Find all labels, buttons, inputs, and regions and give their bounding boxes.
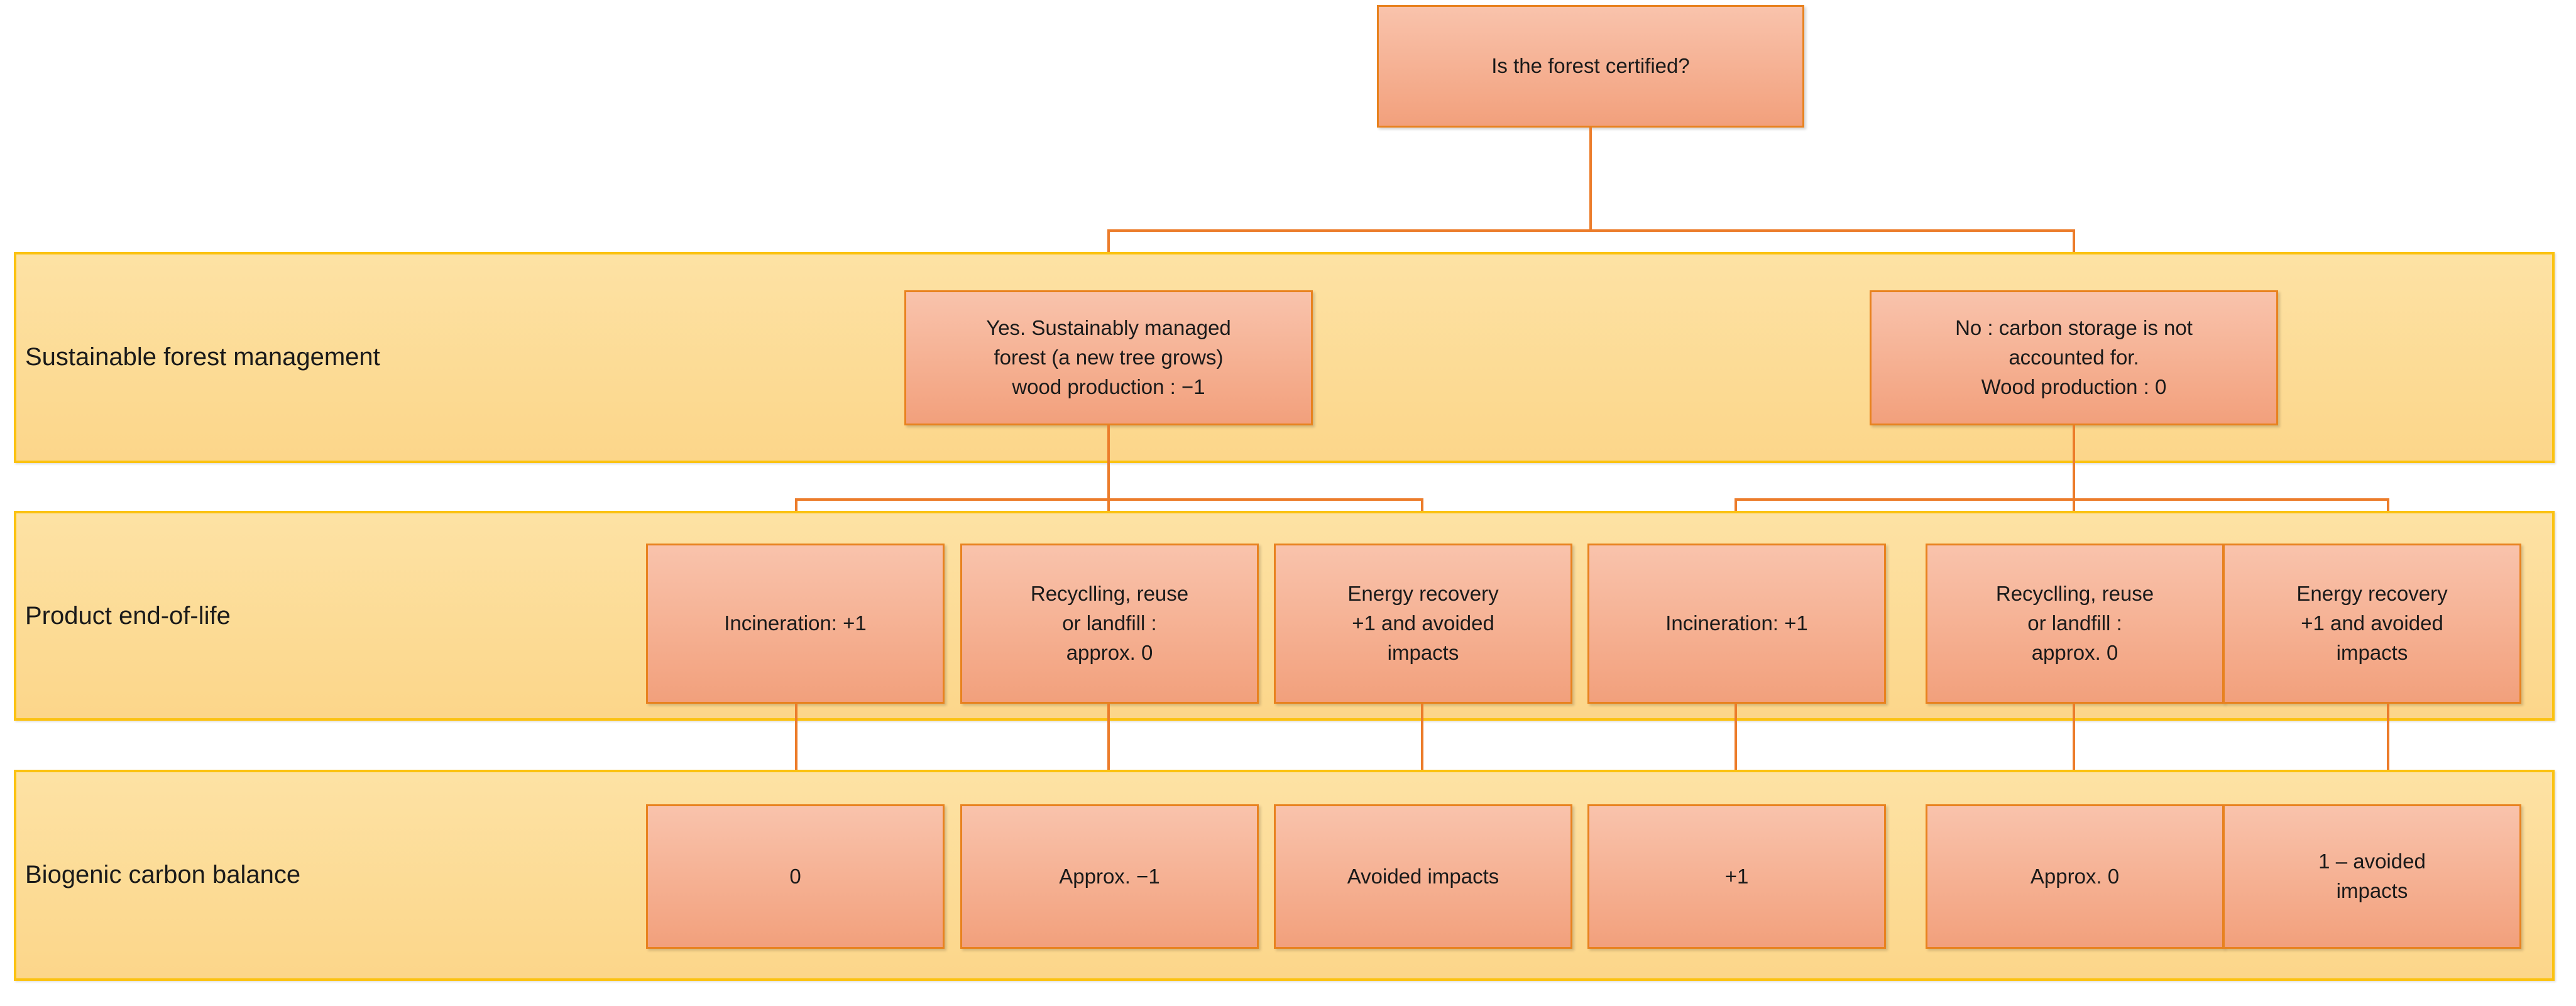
connector-row2-col2-drop bbox=[1107, 704, 1110, 804]
connector-root-stem bbox=[1589, 128, 1592, 231]
root-decision-node[interactable]: Is the forest certified? bbox=[1377, 5, 1804, 128]
connector-row2-col5-drop bbox=[2073, 704, 2075, 804]
node-row3-col1-label: 0 bbox=[789, 864, 801, 888]
node-row3-col1[interactable]: 0 bbox=[646, 804, 945, 949]
node-row3-col2-label: Approx. −1 bbox=[1059, 864, 1160, 888]
connector-row2-col3-drop bbox=[1421, 704, 1423, 804]
connector-yes-stem bbox=[1107, 425, 1110, 500]
connector-row2-col4-drop bbox=[1735, 704, 1737, 804]
connector-no-bus bbox=[1735, 498, 2389, 501]
node-row2-col1-label: Incineration: +1 bbox=[724, 611, 867, 635]
node-row3-col4-label: +1 bbox=[1724, 864, 1749, 888]
connector-row2-col1-drop bbox=[795, 704, 797, 804]
band-label-biogenic-carbon-balance: Biogenic carbon balance bbox=[25, 861, 301, 888]
node-row3-col5[interactable]: Approx. 0 bbox=[1926, 804, 2224, 949]
connector-no-stem bbox=[2073, 425, 2075, 500]
node-row3-col3[interactable]: Avoided impacts bbox=[1274, 804, 1572, 949]
connector-row2-col6-drop bbox=[2387, 704, 2389, 804]
node-row3-col5-label: Approx. 0 bbox=[2030, 864, 2120, 888]
connector-root-bus bbox=[1107, 229, 2075, 232]
node-row3-col2[interactable]: Approx. −1 bbox=[960, 804, 1259, 949]
node-row2-col4-label: Incineration: +1 bbox=[1665, 611, 1808, 635]
node-row3-col3-label: Avoided impacts bbox=[1347, 864, 1499, 888]
band-label-sustainable-forest-management: Sustainable forest management bbox=[25, 343, 380, 371]
node-row2-col1[interactable]: Incineration: +1 bbox=[646, 544, 945, 704]
root-decision-node-label: Is the forest certified? bbox=[1491, 54, 1690, 78]
node-row2-col4[interactable]: Incineration: +1 bbox=[1587, 544, 1886, 704]
band-label-product-end-of-life: Product end-of-life bbox=[25, 602, 231, 630]
node-row3-col4[interactable]: +1 bbox=[1587, 804, 1886, 949]
